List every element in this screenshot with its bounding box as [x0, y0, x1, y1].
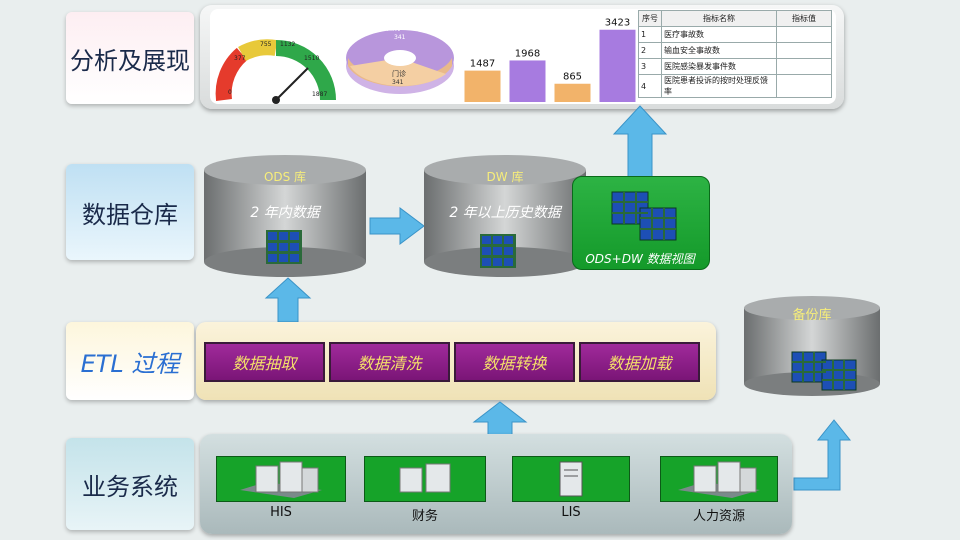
kpi-table: 序号 指标名称 指标值 1 医疗事故数 2 输血安全事故数 3 医院感染暴发事件… — [638, 10, 832, 98]
donut-label-top: 住院 — [386, 23, 400, 32]
gauge-tick-2: 755 — [260, 41, 272, 48]
kpi-cell-index: 3 — [638, 58, 662, 75]
table-row: 1 医疗事故数 — [638, 26, 832, 43]
bar-label-1: 1968 — [515, 48, 540, 59]
server-rack-icon — [240, 461, 322, 498]
kpi-cell-name: 医疗事故数 — [661, 26, 777, 43]
gauge-tick-5: 1887 — [312, 91, 327, 98]
donut-bottom-slice — [350, 58, 446, 86]
donut-label-bottom: 门诊 — [392, 69, 406, 78]
data-view-label: ODS+DW 数据视图 — [585, 252, 695, 266]
bar-label-3: 3423 — [605, 18, 630, 29]
arrow-right-ods-to-dw-icon — [369, 207, 425, 245]
dw-title: DW 库 — [486, 170, 524, 184]
kpi-cell-value — [776, 42, 832, 59]
kpi-cell-name: 输血安全事故数 — [661, 42, 777, 59]
bar-label-0: 1487 — [470, 59, 495, 70]
kpi-cell-index: 1 — [638, 26, 662, 43]
gauge-band-yellow — [238, 39, 278, 62]
gauge-band-green — [275, 40, 336, 101]
kpi-header-name: 指标名称 — [661, 10, 777, 27]
etl-step-transform: 数据转换 — [454, 342, 575, 382]
bar-3 — [599, 29, 636, 103]
gauge-tick-3: 1132 — [280, 41, 295, 48]
gauge-tick-1: 377 — [234, 55, 246, 62]
table-row: 3 医院感染暴发事件数 — [638, 58, 832, 75]
system-finance — [364, 456, 486, 502]
cube-grid-icon — [266, 230, 302, 264]
gauge-tick-0: 0 — [228, 89, 232, 96]
kpi-cell-value — [776, 26, 832, 43]
gauge-tick-4: 1510 — [304, 55, 319, 62]
kpi-cell-index: 4 — [638, 74, 662, 98]
gauge-hub — [272, 96, 280, 104]
table-row: 4 医院患者投诉的按时处理反馈率 — [638, 74, 832, 98]
donut-chart: 住院 341 门诊 341 — [346, 23, 454, 94]
kpi-cell-value — [776, 58, 832, 75]
etl-step-extract: 数据抽取 — [204, 342, 325, 382]
gauge-needle — [275, 67, 309, 101]
etl-step-load: 数据加载 — [579, 342, 700, 382]
donut-value-bottom: 341 — [392, 79, 404, 86]
bar-2 — [554, 83, 591, 102]
server-tower-icon — [559, 461, 583, 497]
system-label-lis: LIS — [561, 505, 581, 520]
arrow-up-view-to-analysis-icon — [612, 105, 668, 179]
server-rack-icon — [678, 461, 760, 498]
kpi-table-header: 序号 指标名称 指标值 — [638, 10, 832, 27]
layer-label-analysis: 分析及展现 — [66, 12, 194, 104]
dw-text: 2 年以上历史数据 — [449, 205, 561, 221]
cube-grid-stack-icon — [611, 191, 677, 241]
server-icon — [399, 463, 451, 493]
arrow-elbow-business-to-backup-icon — [793, 419, 852, 491]
bar-label-2: 865 — [563, 72, 582, 83]
cube-grid-stack-icon — [791, 351, 857, 391]
layer-label-warehouse: 数据仓库 — [66, 164, 194, 260]
kpi-cell-value — [776, 74, 832, 98]
kpi-header-value: 指标值 — [776, 10, 832, 27]
kpi-cell-name: 医院患者投诉的按时处理反馈率 — [661, 74, 777, 98]
system-label-hr: 人力资源 — [692, 509, 745, 524]
gauge-chart: 0 377 755 1132 1510 1887 — [215, 39, 336, 104]
cube-grid-icon — [480, 234, 516, 268]
gauge-band-red — [215, 47, 248, 101]
table-row: 2 输血安全事故数 — [638, 42, 832, 59]
etl-step-clean: 数据清洗 — [329, 342, 450, 382]
bar-chart: 1487 1968 865 3423 — [464, 18, 636, 103]
bar-0 — [464, 70, 501, 102]
bar-1 — [509, 60, 546, 102]
layer-label-business: 业务系统 — [66, 438, 194, 530]
kpi-cell-name: 医院感染暴发事件数 — [661, 58, 777, 75]
donut-value-top: 341 — [394, 34, 406, 41]
ods-text: 2 年内数据 — [250, 205, 320, 221]
backup-title: 备份库 — [792, 308, 832, 323]
donut-hole — [384, 50, 416, 66]
arrow-up-etl-to-ods-icon — [264, 277, 312, 323]
ods-title: ODS 库 — [263, 170, 307, 184]
system-label-finance: 财务 — [411, 509, 438, 524]
kpi-header-index: 序号 — [638, 10, 662, 27]
kpi-cell-index: 2 — [638, 42, 662, 59]
layer-label-etl: ETL 过程 — [66, 322, 194, 400]
system-label-his: HIS — [270, 505, 292, 520]
